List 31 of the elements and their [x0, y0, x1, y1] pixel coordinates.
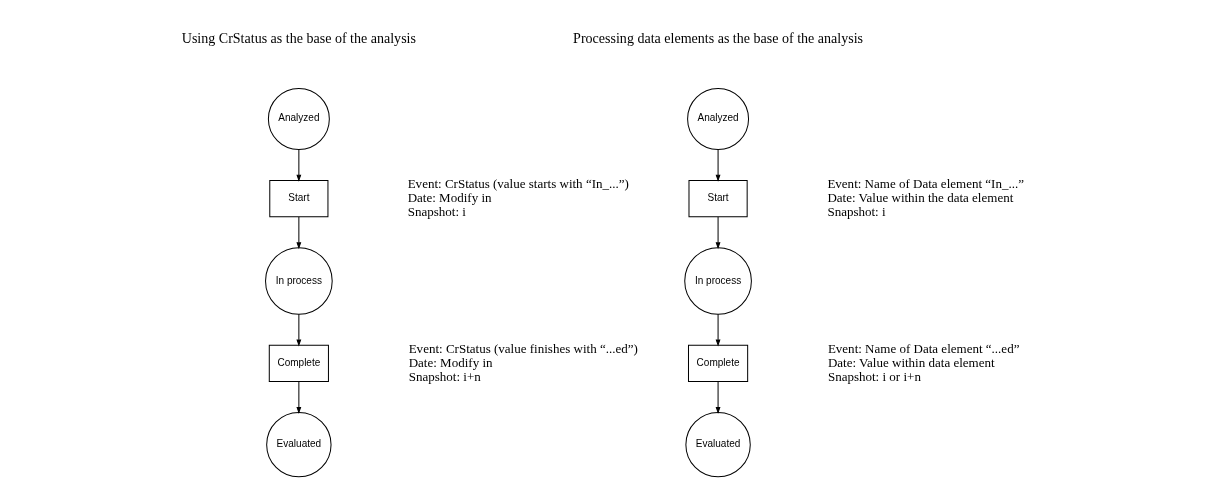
node-circle: Analyzed	[687, 88, 750, 150]
node-circle: Evaluated	[685, 411, 751, 478]
node-box: Start	[269, 180, 329, 218]
node-circle: In process	[265, 247, 333, 315]
node-box: Complete	[688, 344, 749, 382]
node-label: Snapshot: i or i+n	[827, 368, 921, 384]
arrow	[715, 313, 721, 346]
node-circle: In process	[684, 247, 752, 315]
node-label: Date: Modify in	[408, 354, 493, 370]
label: Processing data elements as the base of the analysis	[573, 30, 864, 46]
arrow	[296, 216, 302, 249]
arrow	[715, 381, 721, 413]
node-label: Date: Value within the data element	[827, 190, 1014, 206]
node-box: Complete	[268, 344, 329, 382]
node-label: Event: Name of Data element “In_...”	[827, 176, 1024, 192]
node-box: Start	[688, 180, 748, 218]
arrow	[296, 313, 302, 346]
node-label: Date: Value within data element	[827, 354, 995, 370]
arrow	[296, 149, 302, 181]
arrow	[715, 216, 721, 249]
node-circle: Evaluated	[266, 411, 332, 478]
node-label: Snapshot: i	[407, 204, 466, 220]
node-label: Date: Modify in	[407, 190, 492, 206]
arrow	[296, 381, 302, 413]
node-label: Event: Name of Data element “...ed”	[827, 340, 1020, 356]
arrow	[715, 149, 721, 181]
node-label: Snapshot: i	[827, 204, 886, 220]
node-circle: Analyzed	[267, 88, 330, 150]
node-label: Event: CrStatus (value starts with “In_...”)	[407, 176, 629, 192]
node-label: Event: CrStatus (value finishes with “...ed”)	[408, 340, 638, 356]
label: Using CrStatus as the base of the analysis	[181, 30, 416, 46]
